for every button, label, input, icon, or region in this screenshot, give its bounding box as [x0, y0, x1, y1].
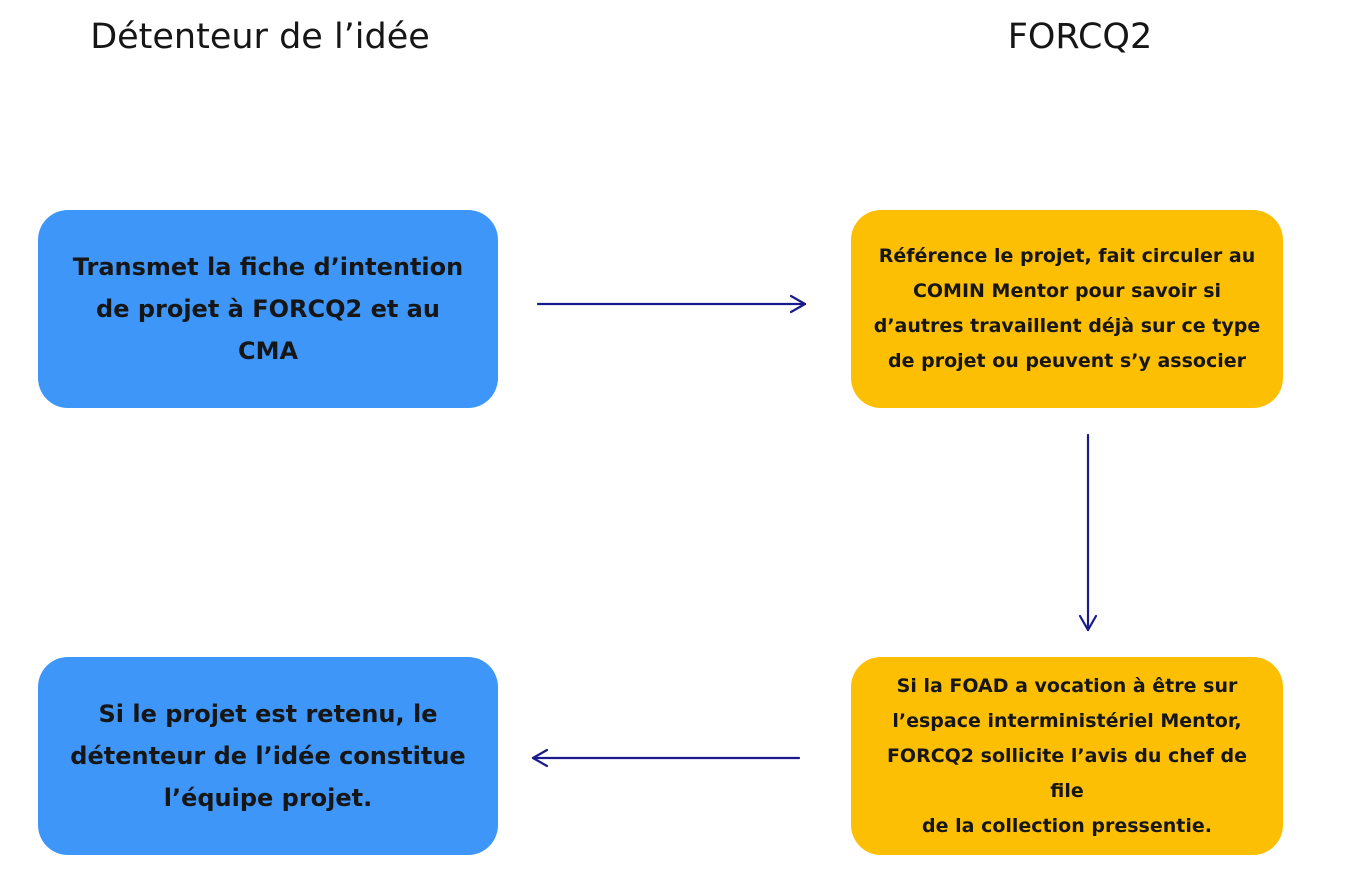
- step-reference-project: Référence le projet, fait circuler au CO…: [851, 210, 1283, 408]
- step-request-collection-lead-opinion: Si la FOAD a vocation à être sur l’espac…: [851, 657, 1283, 855]
- step-build-project-team: Si le projet est retenu, le détenteur de…: [38, 657, 498, 855]
- column-title-forcq2: FORCQ2: [1007, 17, 1153, 57]
- column-title-idea-holder: Détenteur de l’idée: [90, 17, 430, 57]
- arrow-step2-to-step3: [1078, 433, 1098, 632]
- arrow-step1-to-step2: [536, 294, 807, 314]
- step-transmit-intention-sheet: Transmet la fiche d’intention de projet …: [38, 210, 498, 408]
- arrow-step3-to-step4: [531, 748, 801, 768]
